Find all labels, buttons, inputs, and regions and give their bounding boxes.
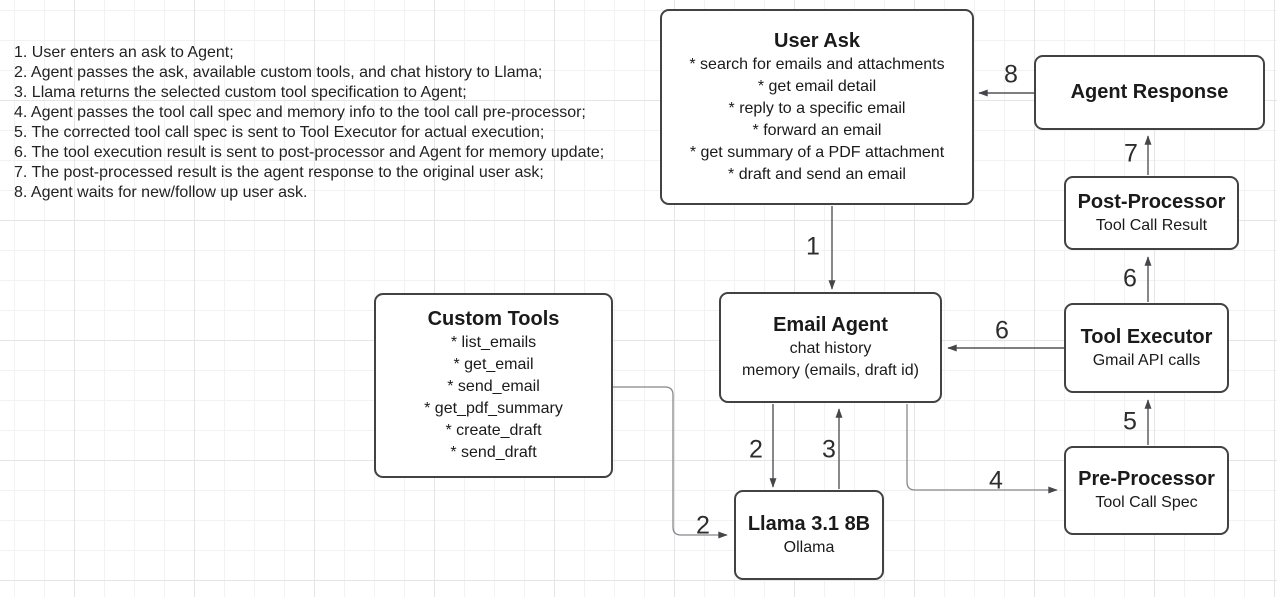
workflow-step-4: 4. Agent passes the tool call spec and m… [14, 104, 586, 121]
edge-email-agent-to-pre-processor [906, 404, 1058, 494]
node-agent-response: Agent Response [1034, 55, 1265, 130]
node-user-ask: User Ask * search for emails and attachm… [660, 9, 974, 205]
workflow-step-6: 6. The tool execution result is sent to … [14, 144, 605, 161]
node-title: Agent Response [1070, 81, 1229, 103]
node-line: memory (emails, draft id) [742, 362, 919, 379]
node-line: * send_draft [450, 444, 537, 461]
workflow-step-3: 3. Llama returns the selected custom too… [14, 84, 467, 101]
edge-label-4: 4 [989, 466, 1003, 495]
node-line: * get_email [453, 356, 534, 373]
node-title: User Ask [774, 29, 860, 52]
node-line: * search for emails and attachments [689, 55, 945, 73]
node-line: * create_draft [445, 422, 542, 439]
node-line: * draft and send an email [728, 165, 906, 183]
node-pre-processor: Pre-Processor Tool Call Spec [1064, 446, 1229, 535]
node-title: Custom Tools [427, 308, 560, 330]
node-subtitle: Tool Call Spec [1095, 494, 1198, 511]
node-line: * reply to a specific email [728, 99, 906, 117]
edge-label-3: 3 [822, 435, 836, 464]
node-line: * list_emails [450, 334, 537, 351]
edge-label-6-to-agent: 6 [995, 316, 1009, 345]
node-subtitle: Gmail API calls [1092, 351, 1201, 369]
node-line: * send_email [447, 378, 540, 395]
node-llama: Llama 3.1 8B Ollama [734, 490, 884, 580]
node-subtitle: Ollama [783, 538, 835, 556]
node-tool-executor: Tool Executor Gmail API calls [1064, 303, 1229, 393]
edge-label-2: 2 [749, 435, 763, 464]
node-line: * forward an email [752, 121, 882, 139]
workflow-step-7: 7. The post-processed result is the agen… [14, 164, 544, 181]
workflow-steps: 1. User enters an ask to Agent; 2. Agent… [14, 43, 654, 203]
node-line: chat history [789, 340, 872, 357]
node-line: * get summary of a PDF attachment [689, 143, 945, 161]
edge-label-2-custom-tools: 2 [696, 511, 710, 540]
edge-label-1: 1 [806, 232, 820, 261]
node-subtitle: Tool Call Result [1095, 216, 1208, 234]
node-email-agent: Email Agent chat history memory (emails,… [719, 292, 942, 403]
node-title: Tool Executor [1080, 325, 1213, 348]
workflow-step-5: 5. The corrected tool call spec is sent … [14, 124, 545, 141]
workflow-step-2: 2. Agent passes the ask, available custo… [14, 64, 543, 81]
edge-label-6-to-post-processor: 6 [1123, 264, 1137, 293]
workflow-step-1: 1. User enters an ask to Agent; [14, 44, 234, 61]
node-line: * get_pdf_summary [424, 400, 563, 417]
node-line: * get email detail [757, 77, 877, 95]
edge-label-5: 5 [1123, 407, 1137, 436]
workflow-step-8: 8. Agent waits for new/follow up user as… [14, 184, 308, 201]
edge-label-8: 8 [1004, 60, 1018, 89]
edge-label-7: 7 [1124, 139, 1138, 168]
node-title: Pre-Processor [1078, 468, 1215, 490]
node-title: Llama 3.1 8B [747, 512, 871, 535]
node-custom-tools: Custom Tools * list_emails * get_email *… [374, 293, 613, 478]
node-title: Post-Processor [1077, 190, 1226, 213]
node-post-processor: Post-Processor Tool Call Result [1064, 176, 1239, 250]
node-title: Email Agent [773, 314, 888, 336]
